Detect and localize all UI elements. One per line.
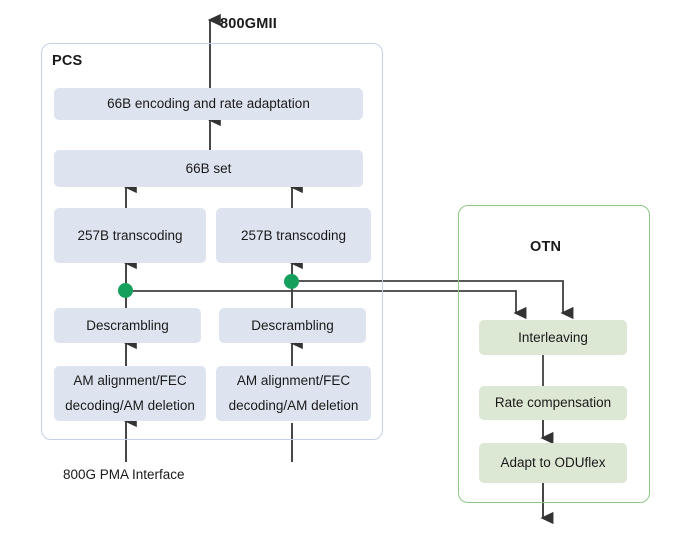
node-interleaving[interactable]: Interleaving [479, 320, 627, 355]
pcs-title: PCS [52, 53, 83, 69]
label-800gmii: 800GMII [220, 16, 278, 32]
pcs-container [41, 43, 383, 440]
otn-title: OTN [530, 239, 562, 255]
tap-point-right[interactable] [284, 274, 299, 289]
node-am-alignment-right-line2: decoding/AM deletion [228, 397, 359, 413]
otn-container [458, 205, 650, 503]
node-rate-compensation[interactable]: Rate compensation [479, 386, 627, 420]
node-am-alignment-left-line2: decoding/AM deletion [65, 397, 195, 413]
node-am-alignment-left-line1: AM alignment/FEC [73, 372, 187, 388]
node-adapt-to-oduflex[interactable]: Adapt to ODUflex [479, 443, 627, 483]
node-am-alignment-right-line1: AM alignment/FEC [236, 372, 351, 388]
node-am-alignment-left[interactable]: AM alignment/FEC decoding/AM deletion [54, 366, 206, 421]
node-descrambling-right[interactable]: Descrambling [219, 308, 366, 343]
node-257b-transcoding-left[interactable]: 257B transcoding [54, 208, 206, 263]
node-257b-transcoding-right[interactable]: 257B transcoding [216, 208, 371, 263]
node-66b-set[interactable]: 66B set [54, 150, 363, 187]
label-800g-pma-interface: 800G PMA Interface [63, 467, 185, 482]
tap-point-left[interactable] [118, 283, 133, 298]
node-am-alignment-right[interactable]: AM alignment/FEC decoding/AM deletion [216, 366, 371, 421]
node-66b-encoding[interactable]: 66B encoding and rate adaptation [54, 88, 363, 120]
node-descrambling-left[interactable]: Descrambling [54, 308, 201, 343]
